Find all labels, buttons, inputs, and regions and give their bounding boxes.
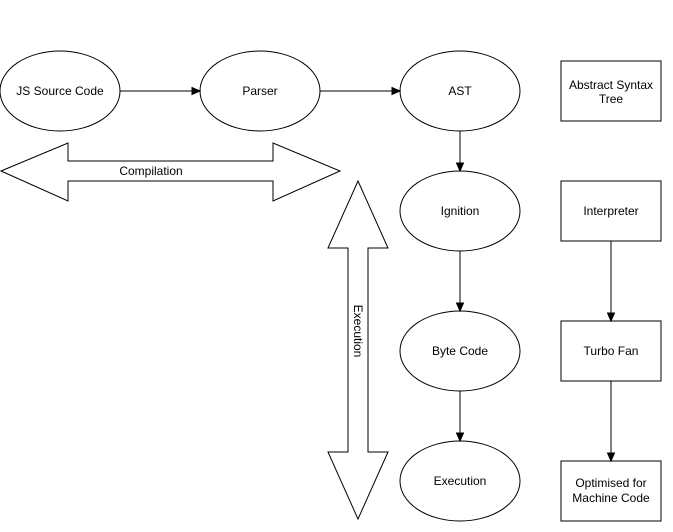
box-interpreter[interactable]: Interpreter	[560, 180, 662, 242]
execution-phase-label: Execution	[351, 305, 365, 358]
arrowhead-icon	[455, 432, 465, 443]
edge-byte-code-to-execution	[455, 391, 465, 443]
box-turbo-fan[interactable]: Turbo Fan	[560, 320, 662, 382]
double-arrow-icon	[0, 142, 342, 202]
edge-turbo-fan-to-optimised	[606, 381, 616, 463]
box-optimised-line-2: Machine Code	[572, 491, 650, 505]
node-execution[interactable]: Execution	[399, 440, 521, 522]
edge-ast-to-ignition	[455, 131, 465, 173]
node-js-source-code-label: JS Source Code	[16, 84, 104, 98]
box-abstract-syntax-tree-line-2: Tree	[599, 92, 624, 106]
arrowhead-icon	[606, 312, 616, 323]
node-ignition-label: Ignition	[441, 204, 480, 218]
edge-parser-to-ast	[320, 86, 402, 96]
box-abstract-syntax-tree-line-1: Abstract Syntax	[569, 78, 653, 92]
node-execution-label: Execution	[434, 474, 487, 488]
arrowhead-icon	[455, 302, 465, 313]
arrowhead-icon	[391, 86, 402, 96]
node-js-source-code[interactable]: JS Source Code	[0, 50, 121, 132]
node-parser[interactable]: Parser	[199, 50, 321, 132]
compilation-double-arrow: Compilation	[0, 142, 342, 202]
compilation-label: Compilation	[119, 164, 182, 178]
edge-interpreter-to-turbo-fan	[606, 241, 616, 323]
node-byte-code[interactable]: Byte Code	[399, 310, 521, 392]
edge-js-source-to-parser	[120, 86, 202, 96]
box-interpreter-label: Interpreter	[583, 204, 638, 218]
execution-double-arrow: Execution	[327, 179, 389, 521]
node-ignition[interactable]: Ignition	[399, 170, 521, 252]
box-optimised-machine-code[interactable]: Optimised for Machine Code	[560, 460, 662, 522]
double-arrow-icon	[327, 179, 389, 521]
node-byte-code-label: Byte Code	[432, 344, 488, 358]
edge-ignition-to-byte-code	[455, 251, 465, 313]
arrowhead-icon	[455, 162, 465, 173]
node-parser-label: Parser	[242, 84, 277, 98]
box-turbo-fan-label: Turbo Fan	[584, 344, 639, 358]
arrowhead-icon	[191, 86, 202, 96]
node-ast-label: AST	[448, 84, 472, 98]
box-optimised-line-1: Optimised for	[575, 476, 646, 490]
node-ast[interactable]: AST	[399, 50, 521, 132]
box-abstract-syntax-tree[interactable]: Abstract Syntax Tree	[560, 60, 662, 122]
arrowhead-icon	[606, 452, 616, 463]
